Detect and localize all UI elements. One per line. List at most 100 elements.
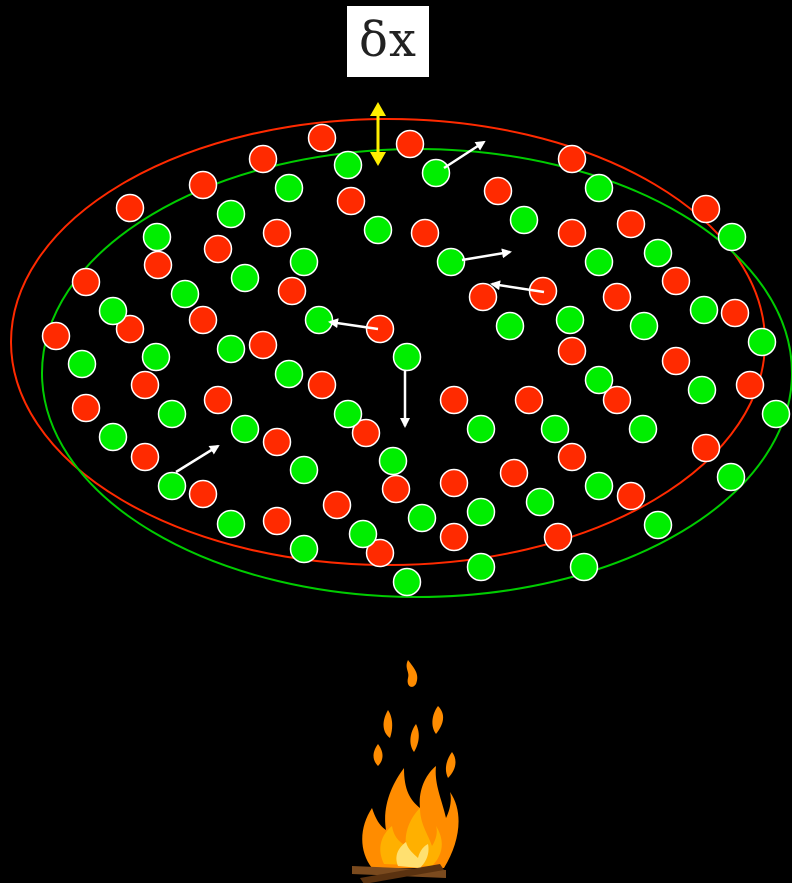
- green-particle: [170, 279, 200, 309]
- red-particle: [720, 298, 750, 328]
- green-particle: [466, 552, 496, 582]
- green-particle: [540, 414, 570, 444]
- red-particle: [439, 468, 469, 498]
- red-particle: [543, 522, 573, 552]
- fire-icon: [352, 660, 459, 883]
- green-particle: [643, 510, 673, 540]
- red-particle: [203, 385, 233, 415]
- green-particle: [747, 327, 777, 357]
- red-particle: [557, 144, 587, 174]
- red-particle: [336, 186, 366, 216]
- green-particle: [378, 446, 408, 476]
- green-particle: [629, 311, 659, 341]
- red-particle: [365, 538, 395, 568]
- red-particle: [616, 209, 646, 239]
- red-particle: [188, 170, 218, 200]
- green-particle: [436, 247, 466, 277]
- red-particle: [661, 346, 691, 376]
- red-particle: [71, 393, 101, 423]
- green-particle: [687, 375, 717, 405]
- green-particle: [142, 222, 172, 252]
- green-particle: [141, 342, 171, 372]
- red-particle: [130, 442, 160, 472]
- green-particle: [584, 173, 614, 203]
- red-particle: [188, 305, 218, 335]
- velocity-arrow: [443, 140, 486, 170]
- green-particle: [157, 399, 187, 429]
- green-particle: [289, 455, 319, 485]
- green-particle: [67, 349, 97, 379]
- velocity-arrow: [328, 318, 379, 331]
- red-particle: [143, 250, 173, 280]
- green-particle: [230, 263, 260, 293]
- delta-x-label-box: δx: [347, 6, 429, 77]
- velocity-arrow: [490, 280, 545, 294]
- red-particle: [262, 218, 292, 248]
- red-particle: [616, 481, 646, 511]
- green-particle: [363, 215, 393, 245]
- green-particle: [628, 414, 658, 444]
- red-particle: [365, 314, 395, 344]
- red-particle: [499, 458, 529, 488]
- green-particle: [157, 471, 187, 501]
- green-particle: [392, 342, 422, 372]
- red-particle: [203, 234, 233, 264]
- red-particle: [307, 370, 337, 400]
- green-particle: [584, 365, 614, 395]
- red-particle: [248, 144, 278, 174]
- green-particle: [348, 519, 378, 549]
- red-particle: [381, 474, 411, 504]
- green-particle: [333, 399, 363, 429]
- green-particle: [304, 305, 334, 335]
- green-particle: [584, 247, 614, 277]
- green-particle: [716, 462, 746, 492]
- red-particle: [115, 314, 145, 344]
- green-particle: [584, 471, 614, 501]
- green-particle: [525, 487, 555, 517]
- green-particle: [643, 238, 673, 268]
- red-particle: [735, 370, 765, 400]
- red-particle: [277, 276, 307, 306]
- delta-x-label: δx: [359, 11, 417, 68]
- red-particle: [395, 129, 425, 159]
- green-particle: [289, 247, 319, 277]
- green-particle: [230, 414, 260, 444]
- red-particle: [248, 330, 278, 360]
- red-particle: [557, 442, 587, 472]
- red-particle: [307, 123, 337, 153]
- red-particle: [691, 433, 721, 463]
- red-particle: [557, 336, 587, 366]
- green-particle: [407, 503, 437, 533]
- red-particle: [602, 282, 632, 312]
- green-particle: [98, 422, 128, 452]
- red-particle: [557, 218, 587, 248]
- displacement-double-arrow: [370, 102, 386, 166]
- velocity-arrow: [175, 444, 220, 474]
- green-particle: [216, 199, 246, 229]
- red-particle: [439, 385, 469, 415]
- green-particle: [689, 295, 719, 325]
- red-particle: [410, 218, 440, 248]
- red-particle: [262, 427, 292, 457]
- red-particle: [188, 479, 218, 509]
- green-particle: [289, 534, 319, 564]
- green-particle: [216, 509, 246, 539]
- red-particle: [41, 321, 71, 351]
- red-particle: [71, 267, 101, 297]
- green-particle: [761, 399, 791, 429]
- green-particle: [98, 296, 128, 326]
- green-particle: [509, 205, 539, 235]
- red-particle: [351, 418, 381, 448]
- green-particle: [555, 305, 585, 335]
- green-particle: [717, 222, 747, 252]
- green-particle: [466, 497, 496, 527]
- green-particle: [466, 414, 496, 444]
- velocity-arrows: [175, 140, 545, 474]
- green-particle: [216, 334, 246, 364]
- particles-group: [41, 123, 791, 597]
- red-particle: [262, 506, 292, 536]
- red-particle: [130, 370, 160, 400]
- red-particle: [439, 522, 469, 552]
- green-particle: [569, 552, 599, 582]
